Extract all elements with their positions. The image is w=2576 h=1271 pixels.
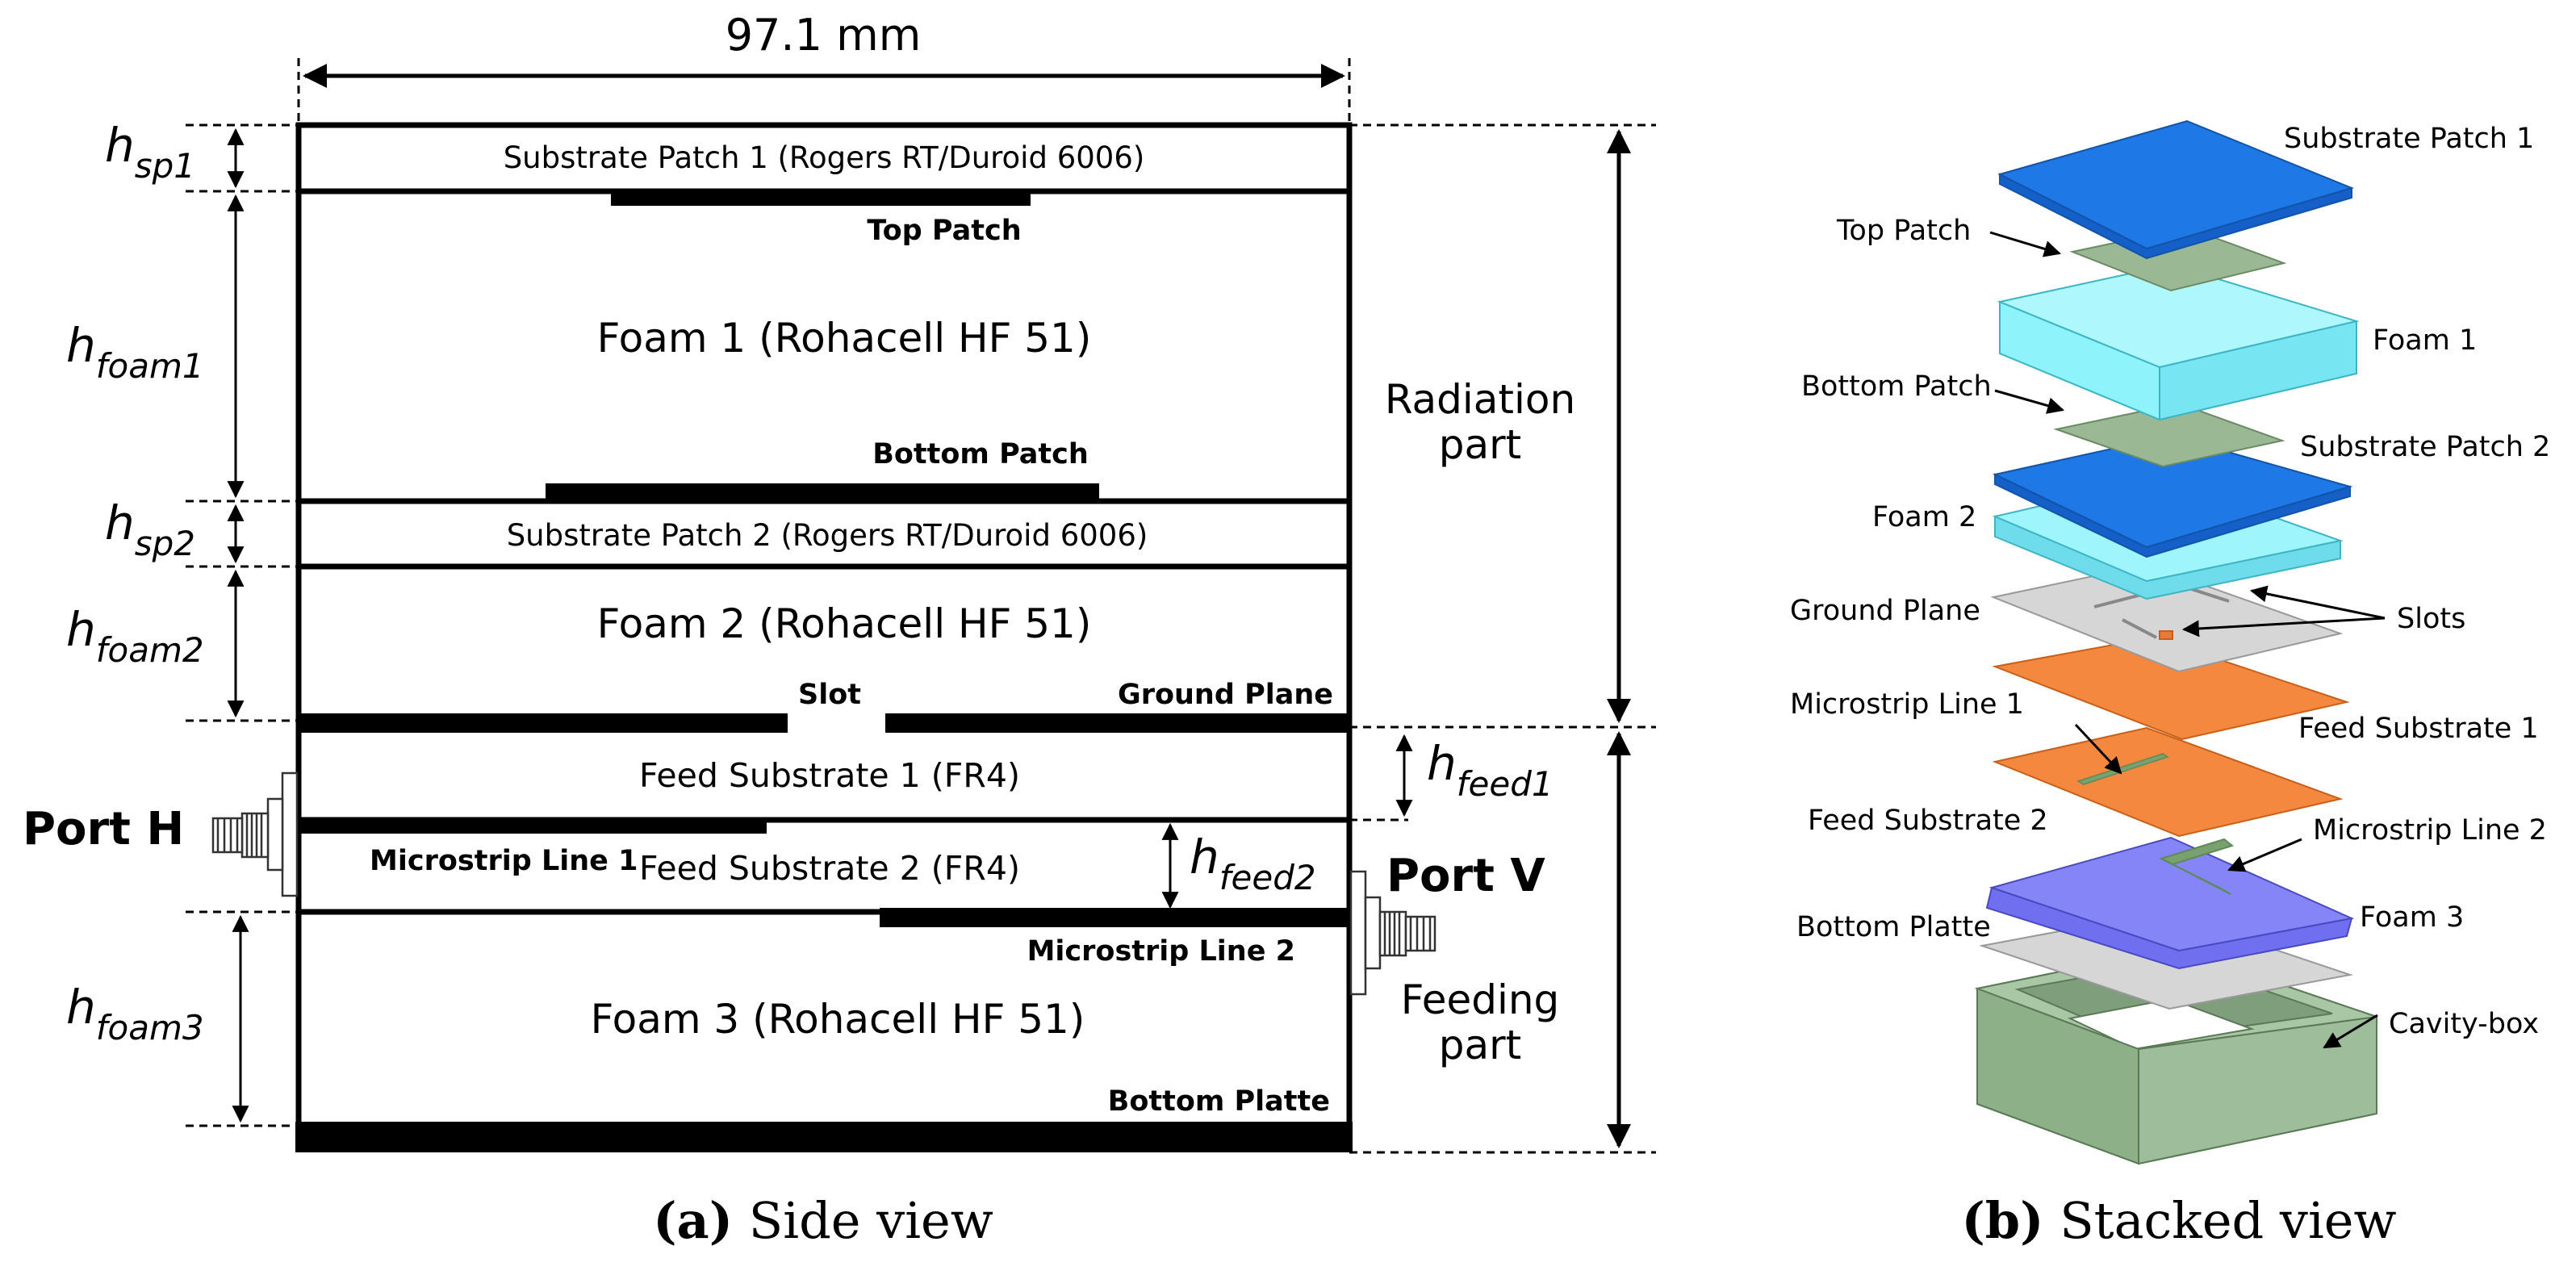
layer-foam1-label: Foam 1 (Rohacell HF 51) bbox=[597, 315, 1092, 362]
layer-feed1-label: Feed Substrate 1 (FR4) bbox=[639, 756, 1020, 795]
port-v-connector-icon bbox=[1349, 870, 1436, 996]
sv-substrate-patch-2-label: Substrate Patch 2 bbox=[2300, 431, 2550, 463]
top-patch-label: Top Patch bbox=[867, 215, 1021, 247]
layer-foam3-label: Foam 3 (Rohacell HF 51) bbox=[591, 996, 1085, 1043]
ground-plane-label: Ground Plane bbox=[1118, 679, 1333, 711]
left-height-dimensions bbox=[186, 123, 299, 1127]
stacked-view: Substrate Patch 1 Top Patch Foam 1 Botto… bbox=[1790, 119, 2550, 1250]
ground-plane-left bbox=[299, 713, 788, 733]
feed-substrate-1-3d bbox=[1992, 636, 2350, 741]
sv-slots-label: Slots bbox=[2397, 603, 2465, 635]
microstrip-line-2-metal bbox=[880, 908, 1349, 927]
sv-microstrip-line-1-label: Microstrip Line 1 bbox=[1790, 688, 2024, 721]
layer-foam2-label: Foam 2 (Rohacell HF 51) bbox=[597, 600, 1092, 647]
foam1-3d bbox=[1997, 263, 2360, 421]
width-label: 97.1 mm bbox=[726, 10, 922, 61]
port-v-label: Port V bbox=[1386, 850, 1545, 902]
h-sp1-label: hsp1 bbox=[105, 118, 195, 186]
side-view: 97.1 mm Substrate Patch 1 (Rogers RT/Dur… bbox=[23, 10, 1656, 1250]
bottom-patch-label: Bottom Patch bbox=[872, 438, 1089, 470]
port-h-label: Port H bbox=[23, 803, 184, 855]
sv-foam1-label: Foam 1 bbox=[2373, 324, 2477, 357]
sv-top-patch-label: Top Patch bbox=[1836, 215, 1971, 247]
sv-microstrip-line-2-label: Microstrip Line 2 bbox=[2313, 814, 2547, 847]
sv-bottom-patch-label: Bottom Patch bbox=[1801, 370, 1992, 403]
layer-sp2-label: Substrate Patch 2 (Rogers RT/Duroid 6006… bbox=[507, 518, 1148, 553]
microstrip-line-1-3d bbox=[2076, 753, 2169, 785]
bottom-platte-metal bbox=[295, 1122, 1353, 1152]
sv-foam2-label: Foam 2 bbox=[1872, 501, 1976, 533]
microstrip-line-1-metal bbox=[299, 817, 767, 834]
sv-bottom-platte-label: Bottom Platte bbox=[1796, 911, 1991, 943]
foam3-3d bbox=[1985, 836, 2355, 970]
part-dimensions bbox=[1349, 123, 1656, 1154]
sv-feed-substrate-1-label: Feed Substrate 1 bbox=[2298, 713, 2539, 745]
layer-feed2-label: Feed Substrate 2 (FR4) bbox=[639, 849, 1020, 888]
h-feed2-label: hfeed2 bbox=[1190, 830, 1316, 897]
h-foam1-label: hfoam1 bbox=[66, 318, 204, 386]
substrate-patch-2-3d bbox=[1992, 434, 2353, 558]
microstrip-line-2-3d bbox=[2159, 838, 2235, 895]
h-sp2-label: hsp2 bbox=[105, 495, 195, 563]
sv-cavity-box-label: Cavity-box bbox=[2389, 1008, 2539, 1040]
port-h-connector-icon bbox=[211, 771, 299, 897]
slot-label: Slot bbox=[798, 679, 861, 711]
ground-plane-right bbox=[885, 713, 1349, 733]
h-foam3-label: hfoam3 bbox=[66, 980, 204, 1047]
caption-a: (a) Side view bbox=[653, 1191, 993, 1250]
bottom-patch-3d bbox=[2053, 402, 2285, 468]
h-foam2-label: hfoam2 bbox=[66, 602, 204, 670]
bottom-patch-metal bbox=[546, 483, 1099, 503]
microstrip-line-1-label: Microstrip Line 1 bbox=[370, 845, 638, 877]
stack-leader-arrows bbox=[1989, 231, 2386, 1049]
layer-sp1-label: Substrate Patch 1 (Rogers RT/Duroid 6006… bbox=[504, 140, 1145, 175]
substrate-patch-1-3d bbox=[1997, 119, 2355, 260]
sv-ground-plane-label: Ground Plane bbox=[1790, 595, 1980, 627]
sv-foam3-label: Foam 3 bbox=[2360, 901, 2464, 934]
feed-substrate-2-3d bbox=[1992, 726, 2344, 838]
bottom-platte-label: Bottom Platte bbox=[1108, 1085, 1330, 1118]
h-feed1-label: hfeed1 bbox=[1427, 736, 1554, 804]
feed-height-dimensions bbox=[1161, 734, 1413, 909]
caption-b: (b) Stacked view bbox=[1961, 1191, 2396, 1250]
width-dimension: 97.1 mm bbox=[297, 10, 1351, 121]
top-patch-metal bbox=[611, 190, 1031, 206]
sv-substrate-patch-1-label: Substrate Patch 1 bbox=[2284, 123, 2534, 155]
sv-feed-substrate-2-label: Feed Substrate 2 bbox=[1808, 805, 2048, 837]
microstrip-line-2-label: Microstrip Line 2 bbox=[1027, 935, 1295, 968]
